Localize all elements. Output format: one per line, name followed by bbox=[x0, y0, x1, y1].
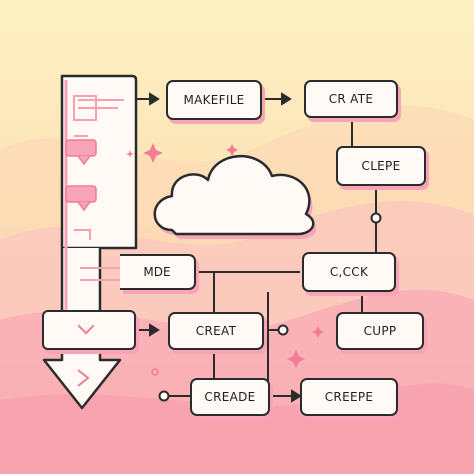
node-cupp[interactable]: CUPP bbox=[336, 312, 424, 350]
node-crate[interactable]: CR ATE bbox=[304, 80, 398, 118]
node-creade[interactable]: CREADE bbox=[190, 378, 270, 416]
node-creat[interactable]: CREAT bbox=[168, 312, 264, 350]
node-creepe[interactable]: CREEPE bbox=[300, 378, 398, 416]
node-clepe[interactable]: CLEPE bbox=[336, 146, 426, 186]
track-block bbox=[42, 310, 136, 350]
node-mde[interactable]: MDE bbox=[120, 254, 196, 290]
node-makefile[interactable]: MAKEFILE bbox=[166, 80, 262, 120]
node-ccck[interactable]: C,CCK bbox=[302, 252, 396, 292]
